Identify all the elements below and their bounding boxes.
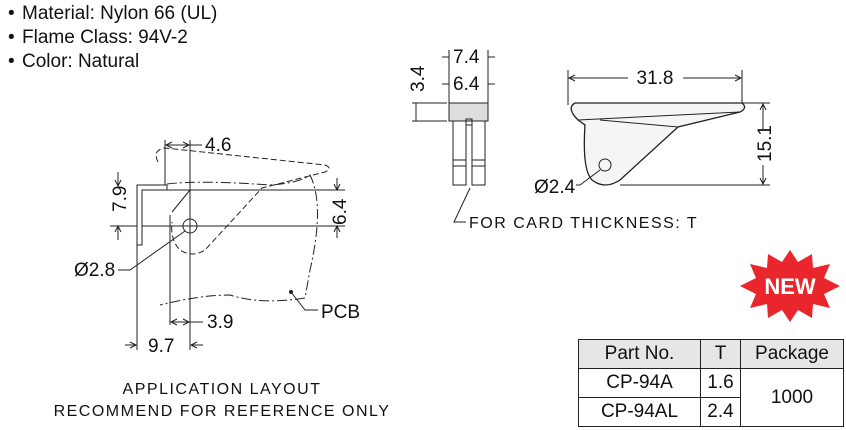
pcb-label: PCB bbox=[321, 302, 360, 323]
spec-flame-class: Flame Class: 94V-2 bbox=[22, 27, 188, 48]
spec-color: Color: Natural bbox=[22, 51, 140, 72]
dim-7-9: 7.9 bbox=[110, 186, 131, 212]
part-table: Part No. T Package CP-94A 1.6 1000 CP-94… bbox=[578, 339, 844, 427]
bullet: • bbox=[8, 3, 15, 24]
dim-9-7: 9.7 bbox=[148, 336, 174, 357]
front-view-drawing bbox=[412, 50, 495, 223]
application-layout-drawing bbox=[110, 140, 345, 350]
side-view-drawing bbox=[567, 70, 770, 186]
table-row: CP-94AL 2.4 bbox=[578, 397, 844, 427]
cell-package: 1000 bbox=[740, 368, 844, 427]
dim-hole-2-8: Ø2.8 bbox=[74, 260, 115, 281]
spec-item: • Flame Class: 94V-2 bbox=[8, 26, 217, 50]
caption-reference-only: RECOMMEND FOR REFERENCE ONLY bbox=[54, 403, 391, 420]
dim-4-6: 4.6 bbox=[205, 135, 231, 156]
dim-6-4-inner: 6.4 bbox=[453, 74, 480, 95]
cell-t: 1.6 bbox=[700, 368, 741, 398]
cell-part: CP-94A bbox=[578, 368, 701, 398]
dim-hole-2-4: Ø2.4 bbox=[534, 177, 576, 198]
dim-31-8: 31.8 bbox=[637, 68, 674, 89]
header-package: Package bbox=[740, 339, 844, 369]
new-badge-text: NEW bbox=[764, 274, 816, 299]
card-thickness-note: FOR CARD THICKNESS: T bbox=[469, 215, 698, 232]
dim-3-4: 3.4 bbox=[408, 65, 429, 92]
header-t: T bbox=[700, 339, 741, 369]
bullet: • bbox=[8, 51, 15, 72]
dim-3-9: 3.9 bbox=[207, 312, 233, 333]
dim-7-4: 7.4 bbox=[453, 47, 480, 68]
spec-material: Material: Nylon 66 (UL) bbox=[22, 3, 218, 24]
table-row: CP-94A 1.6 1000 bbox=[578, 368, 844, 427]
spec-item: • Color: Natural bbox=[8, 50, 217, 74]
dim-6-4: 6.4 bbox=[330, 198, 351, 225]
header-part-no: Part No. bbox=[578, 339, 701, 369]
new-badge: NEW bbox=[740, 250, 840, 322]
dim-15-1: 15.1 bbox=[755, 125, 776, 162]
table-header-row: Part No. T Package bbox=[578, 339, 844, 369]
cell-t: 2.4 bbox=[700, 397, 741, 427]
spec-item: • Material: Nylon 66 (UL) bbox=[8, 2, 217, 26]
starburst-icon bbox=[740, 250, 840, 322]
bullet: • bbox=[8, 27, 15, 48]
cell-part: CP-94AL bbox=[578, 397, 701, 427]
caption-application-layout: APPLICATION LAYOUT bbox=[123, 381, 322, 398]
spec-list: • Material: Nylon 66 (UL) • Flame Class: 9… bbox=[8, 2, 217, 74]
